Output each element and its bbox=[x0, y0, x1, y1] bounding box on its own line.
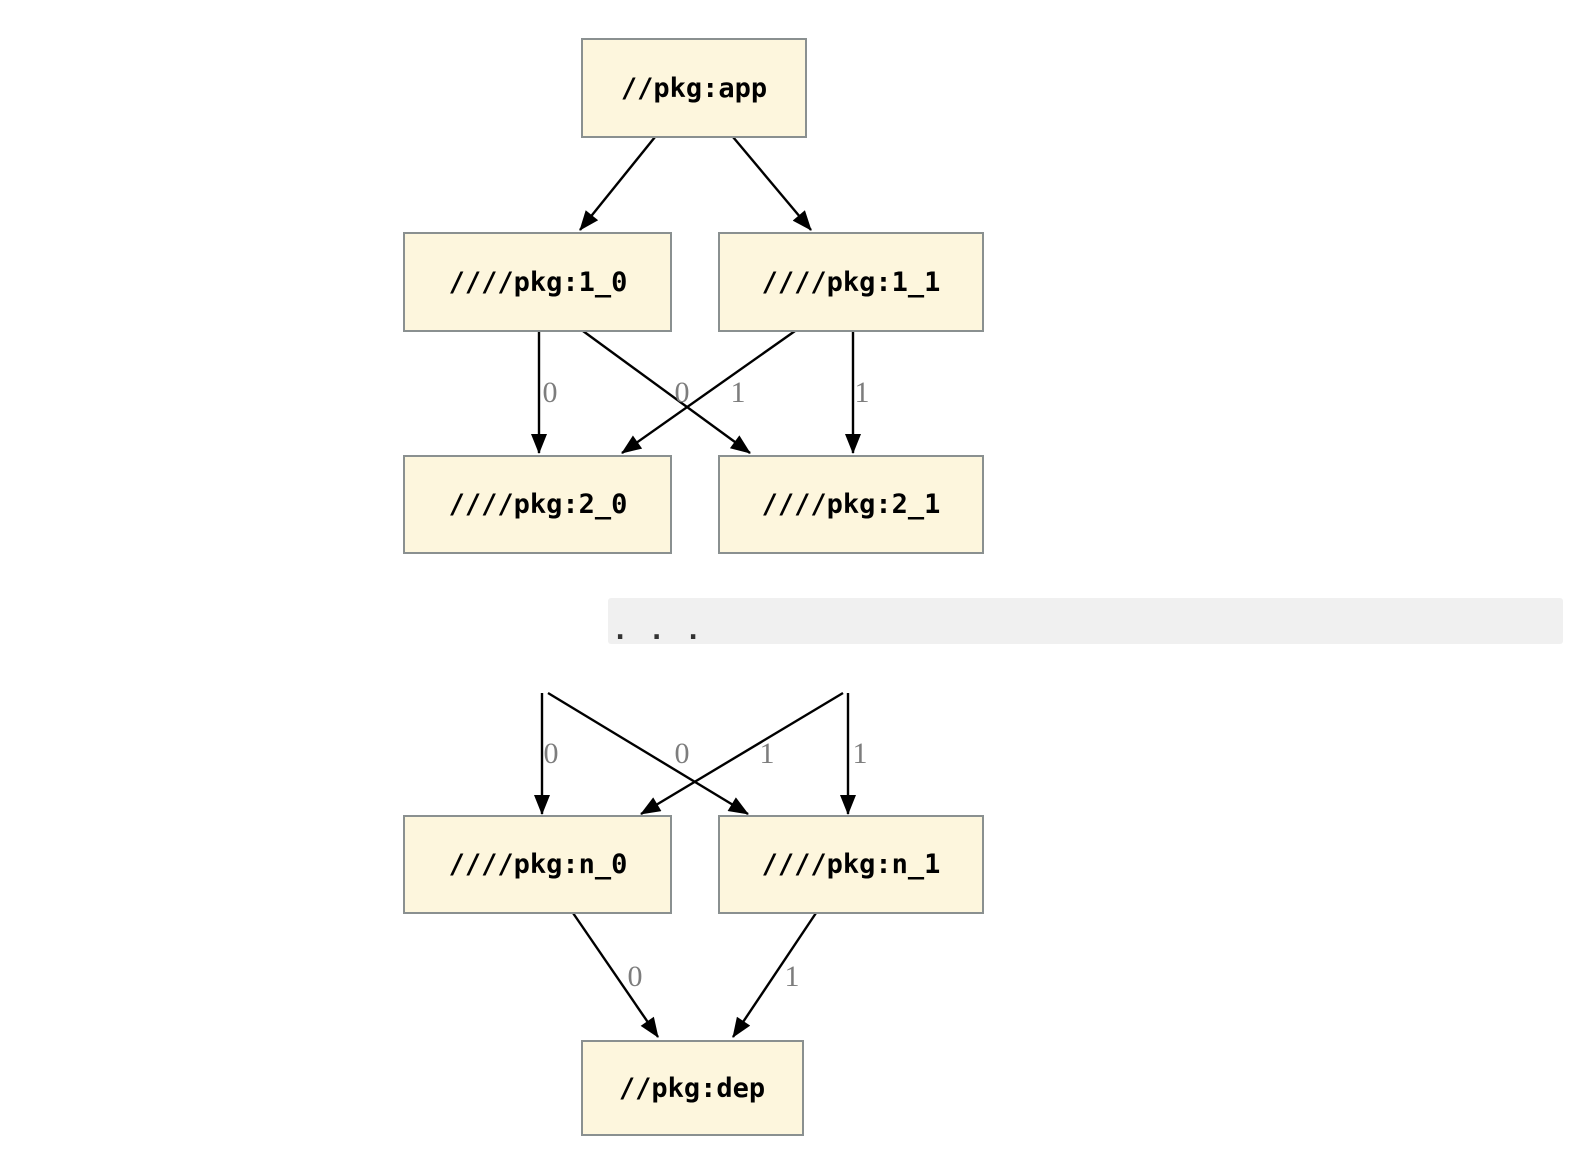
node-pkg-2-0-box bbox=[403, 455, 672, 554]
edge-n-1-to-dep bbox=[732, 912, 817, 1038]
node-app: //pkg:app bbox=[581, 38, 807, 138]
edge-n-0-to-dep bbox=[572, 912, 659, 1038]
node-pkg-n-0-box bbox=[403, 815, 672, 914]
node-dep: //pkg:dep bbox=[581, 1040, 804, 1136]
node-pkg-n-0: ////pkg:n_0 bbox=[403, 815, 672, 914]
edge-prev-0-to-n-1 bbox=[547, 691, 749, 816]
edge-prev-1-to-n-0 bbox=[640, 691, 844, 816]
node-pkg-2-0: ////pkg:2_0 bbox=[403, 455, 672, 554]
node-pkg-n-1-label: ////pkg:n_1 bbox=[762, 849, 941, 880]
node-dep-box bbox=[581, 1040, 804, 1136]
node-pkg-2-0-label: ////pkg:2_0 bbox=[449, 489, 628, 520]
edge-1-1-to-2-0 bbox=[621, 330, 796, 454]
node-pkg-2-1-label: ////pkg:2_1 bbox=[762, 489, 941, 520]
node-pkg-1-1-box bbox=[718, 232, 984, 332]
edge-label-n-1-to-dep: 1 bbox=[785, 960, 800, 993]
edge-label-prev-0-to-n-0: 0 bbox=[544, 737, 559, 770]
node-dep-label: //pkg:dep bbox=[619, 1073, 765, 1104]
node-pkg-n-1-box bbox=[718, 815, 984, 914]
node-pkg-1-1: ////pkg:1_1 bbox=[718, 232, 984, 332]
node-pkg-1-1-label: ////pkg:1_1 bbox=[762, 267, 941, 298]
edge-label-1-0-to-2-1: 1 bbox=[731, 376, 746, 409]
edge-app-to-1-0 bbox=[579, 136, 656, 231]
node-app-box bbox=[581, 38, 807, 138]
node-app-label: //pkg:app bbox=[621, 73, 767, 104]
edge-label-n-0-to-dep: 0 bbox=[628, 960, 643, 993]
edge-label-prev-0-to-n-1: 1 bbox=[760, 737, 775, 770]
edge-label-prev-1-to-n-0: 0 bbox=[675, 737, 690, 770]
ellipsis-row: . . . bbox=[608, 598, 1563, 646]
edge-label-1-0-to-2-0: 0 bbox=[543, 376, 558, 409]
node-pkg-n-1: ////pkg:n_1 bbox=[718, 815, 984, 914]
ellipsis-dots: . . . bbox=[612, 615, 703, 646]
node-pkg-1-0: ////pkg:1_0 bbox=[403, 232, 672, 332]
node-pkg-2-1: ////pkg:2_1 bbox=[718, 455, 984, 554]
edge-app-to-1-1 bbox=[732, 136, 812, 231]
edge-1-0-to-2-1 bbox=[582, 330, 751, 454]
edge-label-1-1-to-2-0: 0 bbox=[675, 376, 690, 409]
node-pkg-n-0-label: ////pkg:n_0 bbox=[449, 849, 628, 880]
node-pkg-1-0-label: ////pkg:1_0 bbox=[449, 267, 628, 298]
edge-label-prev-1-to-n-1: 1 bbox=[853, 737, 868, 770]
edge-label-1-1-to-2-1: 1 bbox=[855, 376, 870, 409]
ellipsis-bar bbox=[608, 598, 1563, 644]
node-pkg-2-1-box bbox=[718, 455, 984, 554]
node-pkg-1-0-box bbox=[403, 232, 672, 332]
